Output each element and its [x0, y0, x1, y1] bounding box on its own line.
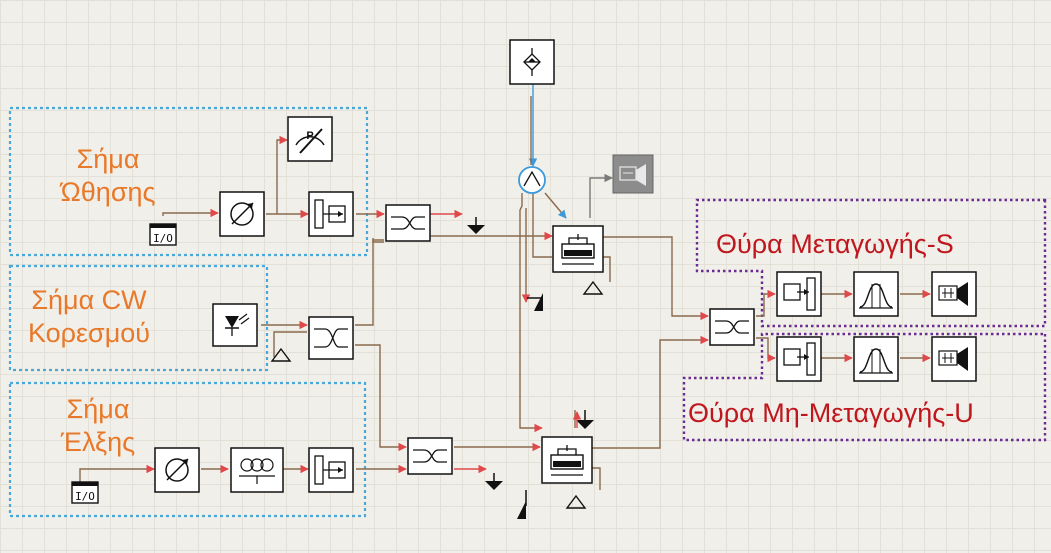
cw-laser[interactable] [212, 303, 258, 347]
push-phase-modulator[interactable] [219, 191, 265, 237]
s-port-modulator[interactable] [776, 271, 822, 317]
pull-signal-frame [8, 381, 367, 518]
bottom-left-terminator [517, 490, 527, 519]
disabled-scope [612, 154, 654, 194]
push-io-label: I/O [153, 232, 173, 245]
output-coupler[interactable] [709, 308, 755, 346]
pull-pulse-generator[interactable]: I/O [71, 481, 99, 504]
push-pulse-generator[interactable]: I/O [149, 223, 177, 246]
u-port-filter[interactable] [853, 336, 899, 382]
pull-fiber-coil[interactable] [230, 447, 284, 493]
pull-coupler[interactable] [407, 437, 453, 475]
push-signal-line1: Σήμα [76, 144, 140, 174]
top-soa[interactable] [552, 225, 604, 273]
pull-amplitude-modulator[interactable] [308, 447, 354, 493]
cw-signal-frame [8, 264, 269, 372]
circulator[interactable] [518, 166, 546, 194]
cw-signal-label: Σήμα CW Κορεσμού [14, 284, 164, 350]
s-port-scope[interactable] [931, 271, 977, 317]
wires [79, 84, 931, 490]
circulator-terminator [527, 293, 543, 311]
bottom-soa-ground [566, 495, 586, 509]
switched-port-frame [695, 198, 1047, 328]
unswitched-port-frame [682, 332, 1047, 442]
top-soa-ground [583, 281, 603, 295]
pull-terminator [485, 473, 503, 490]
push-power-meter[interactable]: P [287, 116, 333, 162]
push-coupler[interactable] [385, 204, 431, 242]
unswitched-port-label: Θύρα Μη-Μεταγωγής-U [688, 398, 974, 428]
s-port-filter[interactable] [853, 271, 899, 317]
probe-laser[interactable] [509, 39, 555, 85]
svg-text:P: P [306, 130, 313, 142]
bottom-soa[interactable] [541, 436, 593, 484]
pull-signal-line1: Σήμα [66, 394, 130, 424]
cw-coupler[interactable] [308, 316, 354, 360]
cw-signal-line2: Κορεσμού [27, 317, 151, 348]
u-port-modulator[interactable] [776, 336, 822, 382]
pull-io-label: I/O [75, 490, 95, 503]
push-amplitude-modulator[interactable] [308, 191, 354, 237]
pull-signal-label: Σήμα Έλξης [38, 393, 158, 459]
push-signal-line2: Ώθησης [60, 176, 156, 207]
bottom-soa-terminator [576, 410, 594, 429]
push-terminator [467, 217, 485, 234]
pull-signal-line2: Έλξης [60, 426, 136, 457]
switched-port-label: Θύρα Μεταγωγής-S [716, 229, 954, 259]
u-port-scope[interactable] [931, 336, 977, 382]
push-signal-label: Σήμα Ώθησης [48, 143, 168, 209]
pull-phase-modulator[interactable] [154, 447, 200, 493]
cw-signal-line1: Σήμα CW [31, 285, 147, 315]
